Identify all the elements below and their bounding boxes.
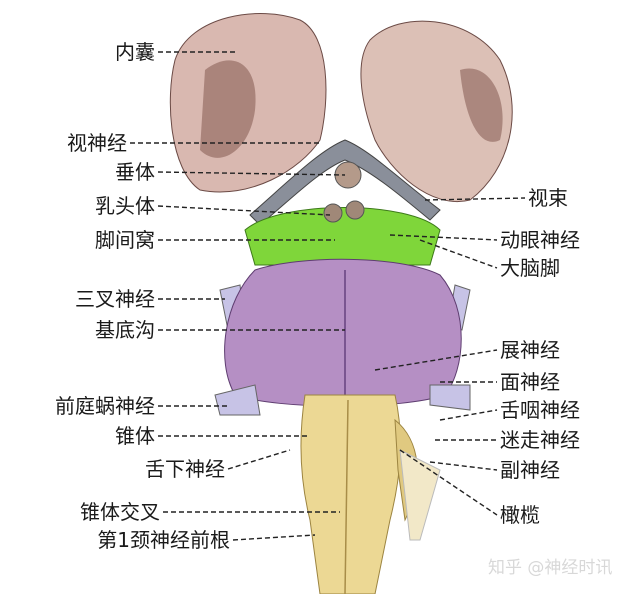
label-left: 舌下神经 [145, 457, 225, 481]
label-right: 大脑脚 [500, 256, 560, 280]
label-left: 内囊 [115, 40, 155, 64]
label-right: 动眼神经 [500, 228, 580, 252]
right-hemisphere [360, 20, 513, 202]
optic-tract [249, 139, 441, 226]
leader-line [419, 239, 498, 269]
leader-line [232, 534, 316, 541]
label-right: 展神经 [500, 338, 560, 362]
label-left: 三叉神经 [75, 287, 155, 311]
internal-capsule-shade-right [460, 68, 503, 142]
leader-line [389, 234, 498, 241]
label-right: 副神经 [500, 458, 560, 482]
mammillary-body-left [323, 203, 343, 223]
labels: 内囊视神经垂体乳头体脚间窝三叉神经基底沟前庭蜗神经锥体舌下神经锥体交叉第1颈神经… [55, 40, 580, 552]
accessory-nerve-root [399, 449, 441, 541]
medulla [300, 394, 401, 594]
leader-lines [130, 51, 526, 541]
leader-line [157, 205, 331, 216]
cerebral-peduncle [244, 207, 441, 266]
label-left: 锥体 [115, 424, 155, 448]
label-left: 基底沟 [95, 318, 155, 342]
label-right: 橄榄 [500, 503, 540, 527]
leader-line [439, 409, 498, 421]
label-left: 垂体 [115, 160, 155, 184]
label-left: 前庭蜗神经 [55, 394, 155, 418]
leader-line [399, 449, 498, 516]
vestibulocochlear-nerve [214, 384, 261, 416]
pons [224, 258, 462, 407]
leader-line [227, 449, 291, 470]
label-right: 面神经 [500, 370, 560, 394]
mammillary-body-right [345, 200, 365, 220]
label-left: 视神经 [67, 131, 127, 155]
label-right: 视束 [528, 186, 568, 210]
anterior-median-fissure [344, 399, 349, 594]
leader-line [157, 171, 346, 176]
label-right: 迷走神经 [500, 428, 580, 452]
watermark: 知乎 @神经时讯 [488, 558, 612, 578]
leader-line [429, 461, 498, 471]
label-left: 锥体交叉 [80, 500, 160, 524]
label-left: 第1颈神经前根 [97, 528, 230, 552]
label-left: 脚间窝 [95, 228, 155, 252]
anatomy-drawing [169, 13, 513, 594]
leader-line [374, 349, 498, 371]
leader-line [424, 197, 526, 201]
label-right: 舌咽神经 [500, 398, 580, 422]
internal-capsule-shade [200, 60, 256, 158]
label-left: 乳头体 [95, 194, 155, 218]
facial-nerve-right [429, 384, 471, 411]
